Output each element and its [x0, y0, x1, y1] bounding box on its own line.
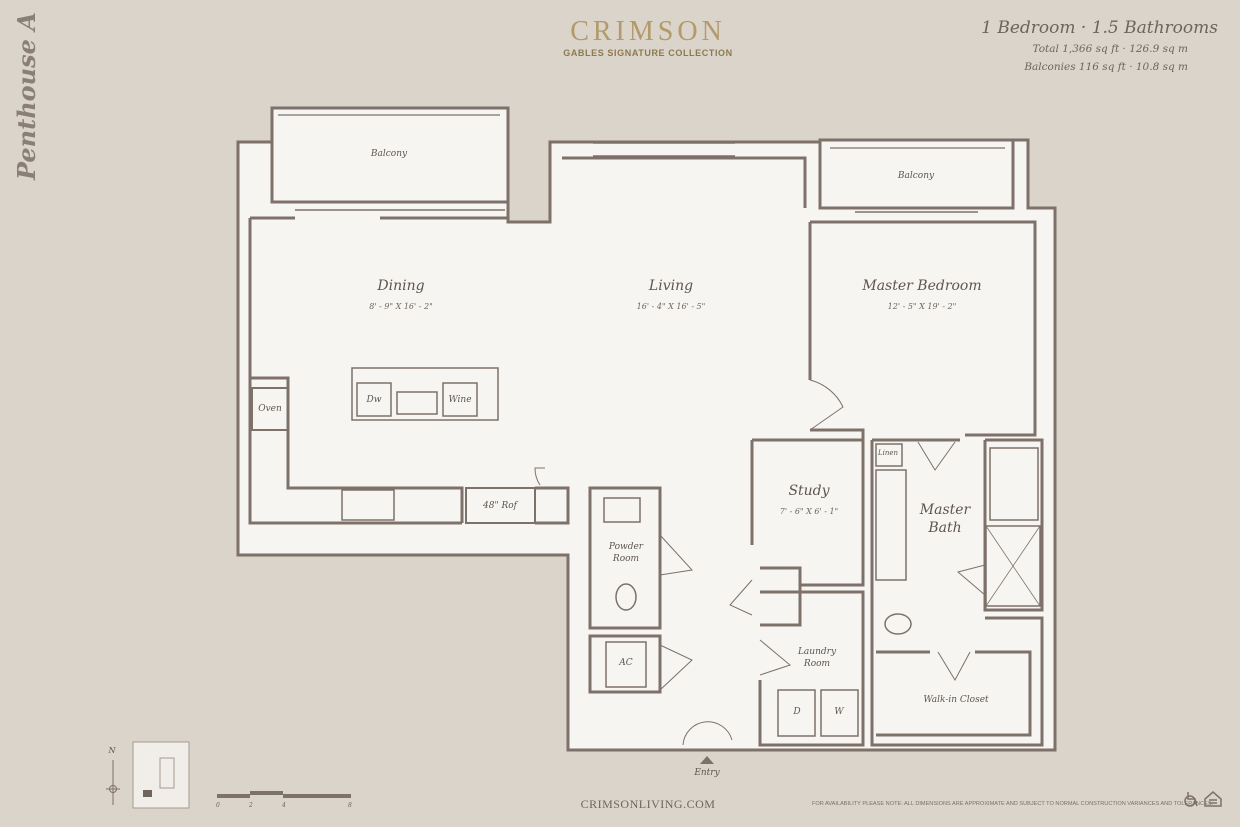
- label-dishwasher: Dw: [366, 395, 382, 405]
- room-balcony-right: Balcony: [897, 171, 935, 181]
- website-link[interactable]: CRIMSONLIVING.COM: [580, 797, 716, 811]
- room-living: Living: [648, 278, 694, 294]
- room-master-bath-1: Master: [919, 502, 971, 518]
- label-entry: Entry: [694, 768, 720, 778]
- key-plan-icon: [132, 741, 190, 809]
- room-master-bath-2: Bath: [928, 520, 962, 536]
- room-walk-in-closet: Walk-in Closet: [923, 695, 989, 705]
- unit-outline: [236, 138, 1057, 752]
- unit-total-area: Total 1,366 sq ft · 126.9 sq m: [1032, 43, 1188, 55]
- label-linen: Linen: [877, 449, 899, 457]
- label-dryer: D: [793, 707, 801, 717]
- room-study: Study: [788, 483, 830, 499]
- label-refrigerator: 48" Rof: [483, 501, 517, 511]
- entry-arrow-icon: [700, 756, 714, 764]
- room-dining: Dining: [377, 278, 425, 294]
- accessibility-icon: [1184, 792, 1198, 807]
- brand-subtitle: GABLES SIGNATURE COLLECTION: [563, 48, 733, 58]
- scale-label: 0: [216, 802, 220, 809]
- scale-label: 4: [282, 802, 286, 809]
- compass-icon: [106, 760, 120, 805]
- brand-logo: CRIMSON: [570, 16, 726, 47]
- room-master-bedroom: Master Bedroom: [862, 278, 982, 294]
- scale-bar: [217, 791, 351, 798]
- room-dining-dim: 8' - 9" X 16' - 2": [369, 302, 433, 311]
- room-master-bedroom-dim: 12' - 5" X 19' - 2": [887, 302, 957, 311]
- room-powder-2: Room: [612, 554, 640, 564]
- room-powder-1: Powder: [608, 542, 644, 552]
- disclaimer: FOR AVAILABILITY PLEASE NOTE: ALL DIMENS…: [812, 801, 1214, 807]
- scale-label: 8: [348, 802, 352, 809]
- balcony-right-area: [818, 138, 1015, 210]
- room-study-dim: 7' - 6" X 6' - 1": [779, 507, 839, 516]
- room-living-dim: 16' - 4" X 16' - 5": [636, 302, 706, 311]
- label-wine: Wine: [448, 395, 472, 405]
- equal-housing-icon: [1204, 791, 1222, 807]
- unit-balcony-area: Balconies 116 sq ft · 10.8 sq m: [1024, 61, 1188, 73]
- label-washer: W: [834, 707, 844, 717]
- room-laundry-1: Laundry: [797, 647, 837, 657]
- room-balcony-left: Balcony: [370, 149, 408, 159]
- label-ac: AC: [619, 658, 633, 668]
- unit-summary: 1 Bedroom · 1.5 Bathrooms: [981, 18, 1218, 38]
- label-oven: Oven: [258, 404, 282, 414]
- room-laundry-2: Room: [803, 659, 831, 669]
- scale-label: 2: [249, 802, 253, 809]
- compass-north-label: N: [108, 746, 116, 755]
